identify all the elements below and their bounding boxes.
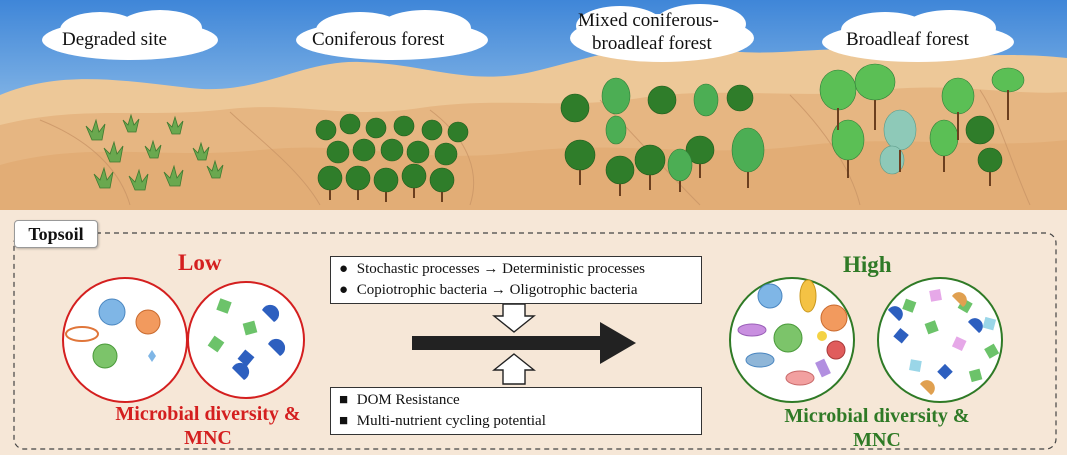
dune-near [0, 140, 1067, 210]
square-bullet-icon: ■ [339, 413, 349, 429]
stage-label-coniferous-forest: Coniferous forest [312, 29, 445, 50]
cloud-1 [42, 10, 218, 60]
function-item: ■ Multi-nutrient cycling potential [339, 411, 693, 432]
low-caption-line2: MNC [184, 427, 232, 449]
trees-broadleaf-forest [819, 63, 1025, 186]
stage-label-mixed-forest-line2: broadleaf forest [592, 33, 712, 54]
trees-coniferous-forest [315, 113, 469, 202]
low-mnc-circle [187, 281, 305, 399]
high-caption-line2: MNC [853, 429, 901, 451]
cloud-3 [570, 4, 754, 62]
low-caption-line1: Microbial diversity & [115, 403, 301, 425]
up-arrow [492, 353, 536, 385]
stage-label-degraded-site: Degraded site [62, 29, 167, 50]
bullet-icon: ● [339, 282, 349, 298]
function-item: ■ DOM Resistance [339, 390, 693, 411]
process-shift-item: ● Stochastic processes → Deterministic p… [339, 259, 693, 280]
down-arrow [492, 303, 536, 333]
function-box: ■ DOM Resistance ■ Multi-nutrient cyclin… [330, 387, 702, 435]
high-caption-line1: Microbial diversity & [784, 405, 970, 427]
transition-arrow [412, 322, 636, 364]
high-microbe-circle [729, 277, 855, 403]
low-microbe-circle [62, 277, 188, 403]
topsoil-frame [13, 232, 1057, 450]
low-caption: Microbial diversity & MNC [58, 402, 358, 450]
cloud-2 [296, 10, 488, 60]
process-shift-box: ● Stochastic processes → Deterministic p… [330, 256, 702, 304]
stage-label-broadleaf-forest: Broadleaf forest [846, 29, 969, 50]
high-mnc-circle [877, 277, 1003, 403]
cloud-4 [822, 10, 1014, 62]
topsoil-label: Topsoil [14, 220, 98, 248]
square-bullet-icon: ■ [339, 392, 349, 408]
trees-mixed-forest [560, 77, 765, 196]
stage-label-mixed-forest-line1: Mixed coniferous- [578, 10, 719, 31]
shrubs-degraded-site [85, 113, 224, 191]
low-label: Low [178, 250, 222, 275]
bullet-icon: ● [339, 261, 349, 277]
high-caption: Microbial diversity & MNC [722, 404, 1032, 452]
process-shift-item: ● Copiotrophic bacteria → Oligotrophic b… [339, 280, 693, 301]
high-label: High [843, 252, 892, 277]
